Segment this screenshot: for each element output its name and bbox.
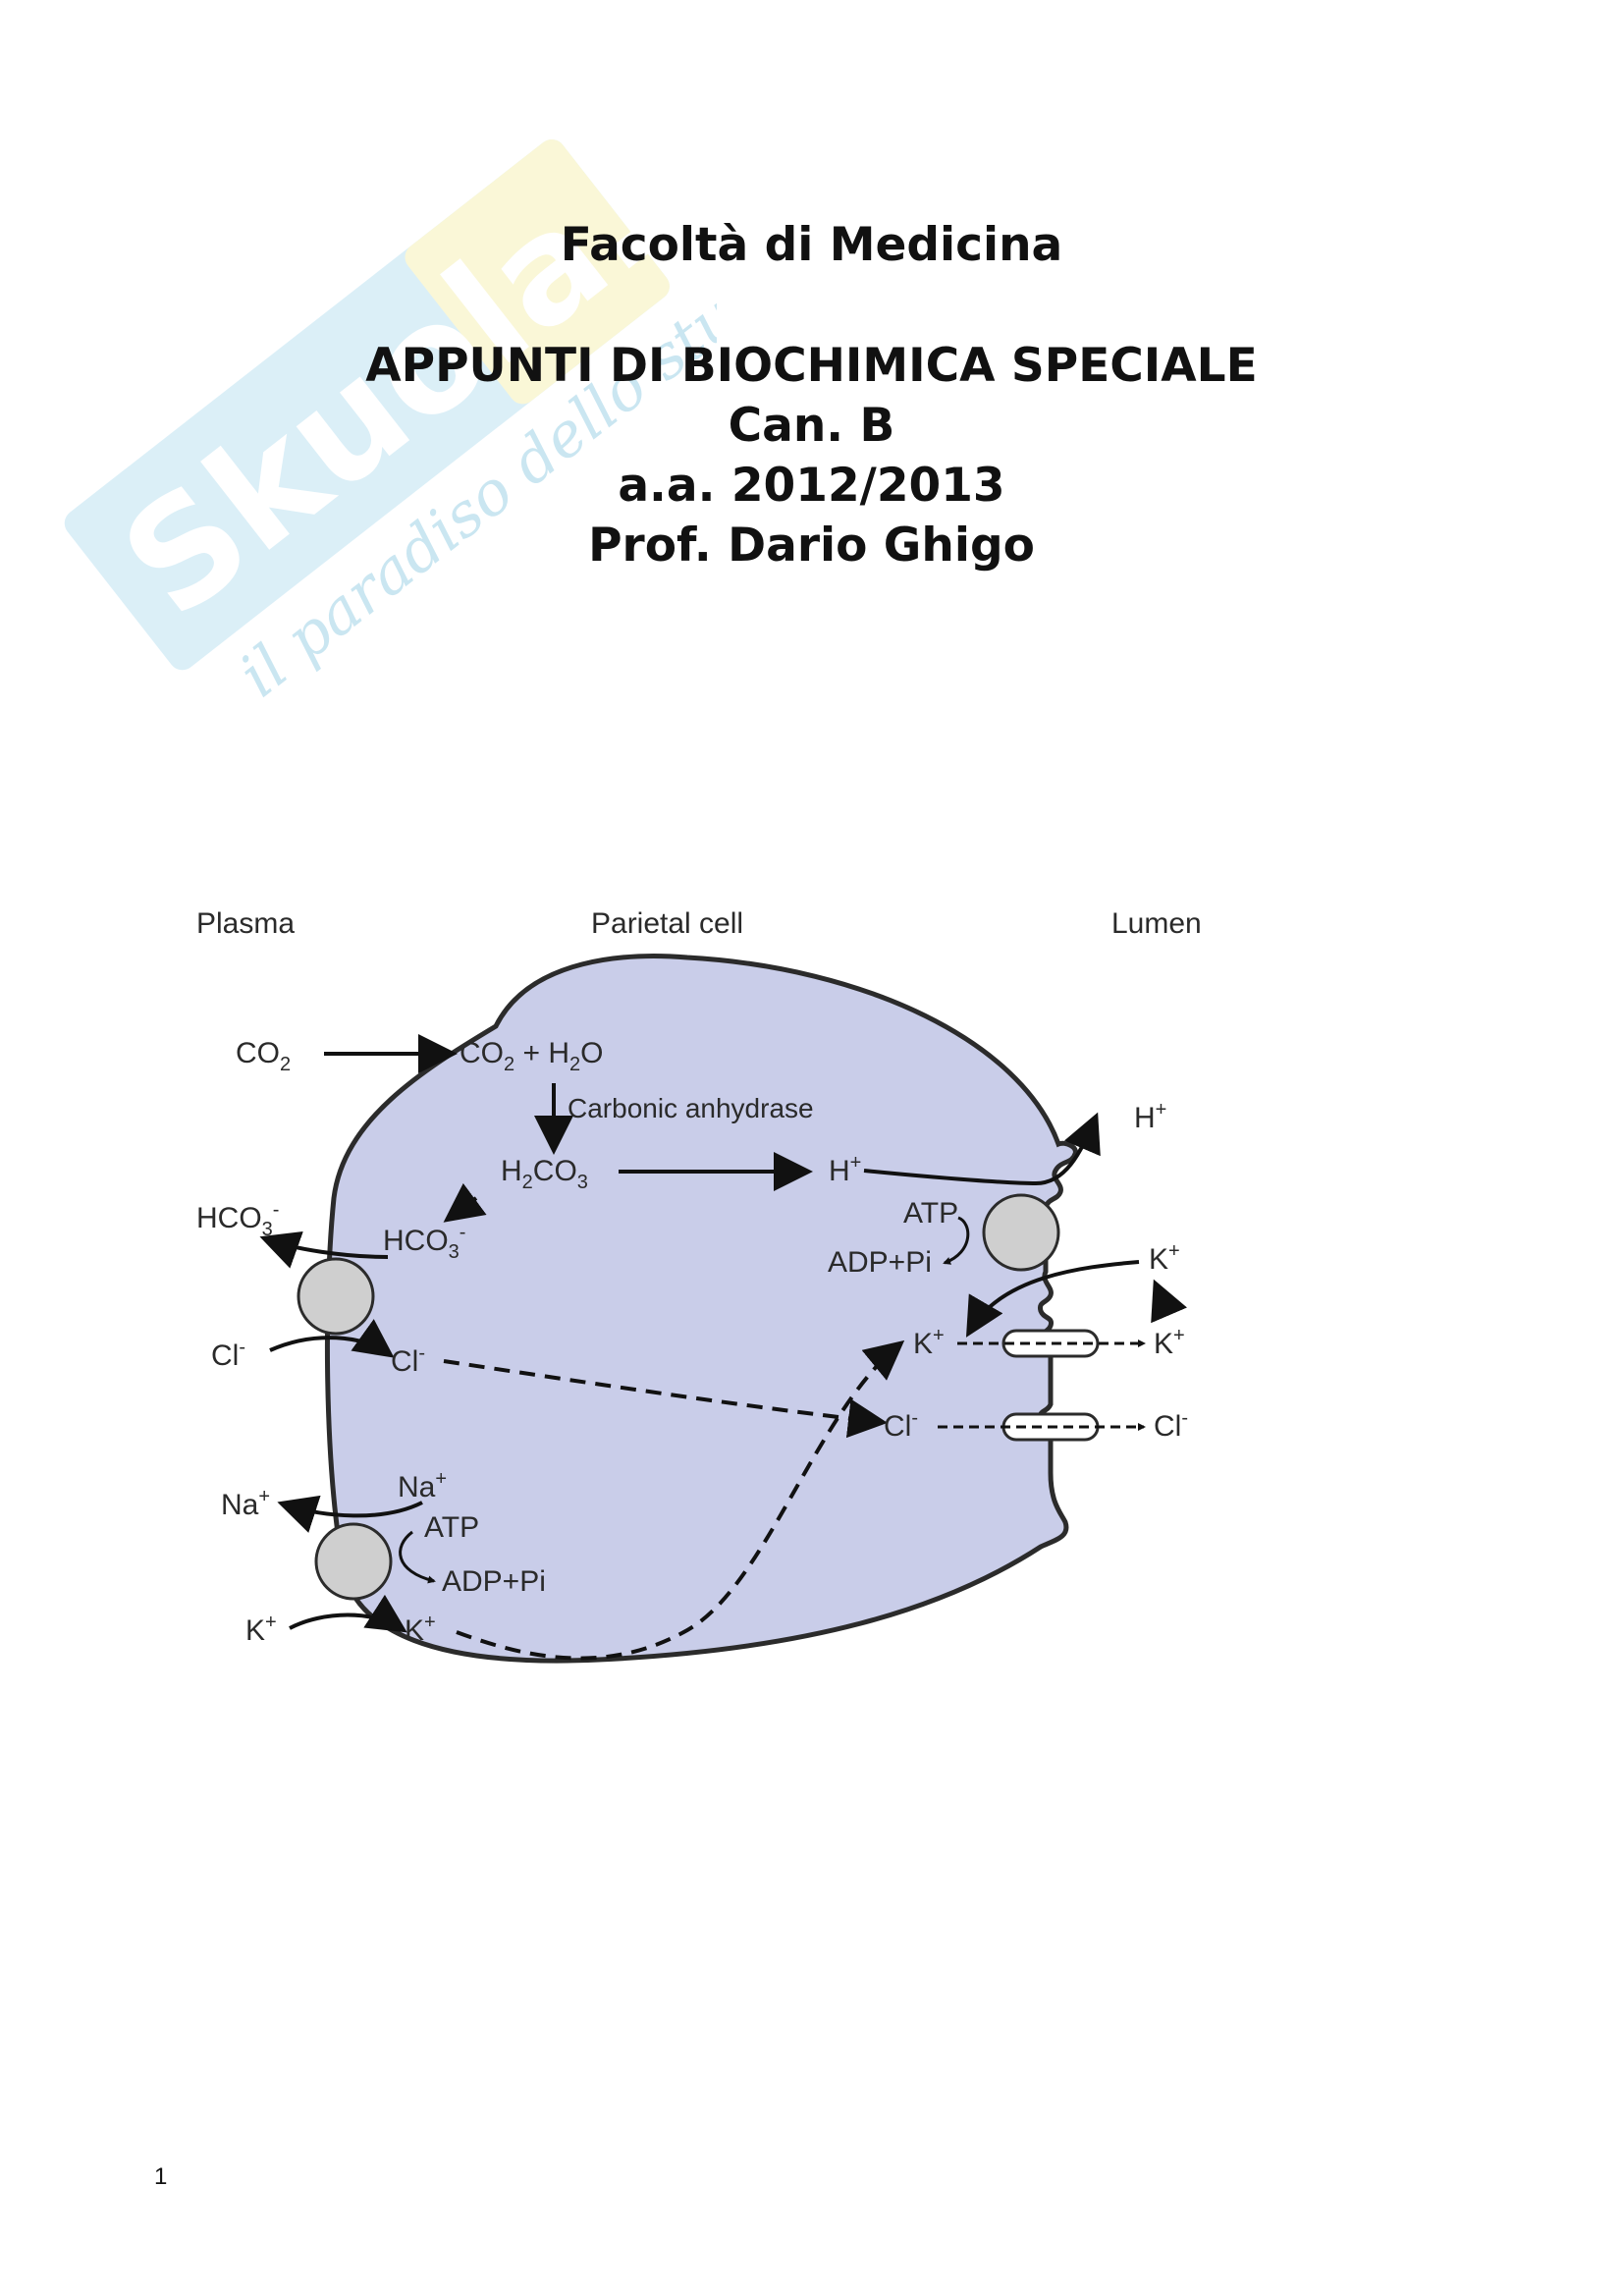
k-plus-cell-channel-label: K+ bbox=[913, 1325, 945, 1360]
k-plus-transit-dashed-arrow bbox=[456, 1339, 905, 1661]
channel-line: Can. B bbox=[728, 399, 895, 453]
h2co3-to-hco3-arrow bbox=[443, 1182, 487, 1223]
hco3-plasma-label: HCO3- bbox=[196, 1199, 279, 1240]
cl-transit-dashed-arrow bbox=[443, 1359, 888, 1439]
na-k-atpase-pump bbox=[314, 1522, 393, 1601]
k-plus-lumen-top-label: K+ bbox=[1149, 1240, 1180, 1276]
atp-to-adp-bottom-arrow bbox=[399, 1530, 436, 1584]
watermark-accent bbox=[405, 138, 670, 405]
cl-plasma-label: Cl- bbox=[211, 1337, 245, 1372]
cl-lumen-channel-label: Cl- bbox=[1154, 1407, 1188, 1443]
na-plus-cell-label: Na+ bbox=[398, 1468, 447, 1503]
h-k-atpase-pump bbox=[982, 1193, 1060, 1272]
hco3-efflux-arrow bbox=[259, 1230, 389, 1269]
k-plus-channel bbox=[1001, 1329, 1100, 1358]
na-plus-plasma-label: Na+ bbox=[221, 1486, 270, 1521]
k-plus-influx-arrow bbox=[289, 1594, 407, 1633]
k-plus-pump-influx-arrow bbox=[965, 1260, 1140, 1338]
parietal-cell-diagram: Plasma Parietal cell Lumen CO2 CO2 + H2O… bbox=[196, 907, 1202, 1664]
course-title: APPUNTI DI BIOCHIMICA SPECIALE bbox=[365, 339, 1258, 393]
atp-top-label: ATP bbox=[903, 1197, 958, 1230]
plasma-label: Plasma bbox=[196, 907, 295, 940]
cl-cell-channel-label: Cl- bbox=[884, 1407, 918, 1443]
adp-pi-bottom-label: ADP+Pi bbox=[442, 1565, 546, 1598]
skuola-watermark: Skuola.net il paradiso dello studente bbox=[64, 59, 717, 711]
parietal-cell-body bbox=[324, 954, 1078, 1664]
page-number: 1 bbox=[154, 2163, 168, 2190]
atp-to-adp-top-arrow bbox=[943, 1216, 970, 1265]
k-plus-recycle-arrow bbox=[1151, 1279, 1187, 1324]
cl-influx-arrow bbox=[269, 1319, 395, 1358]
cl-cell-label: Cl- bbox=[391, 1342, 425, 1378]
k-plus-cell-label: K+ bbox=[405, 1612, 436, 1647]
co2-plasma-label: CO2 bbox=[236, 1037, 291, 1075]
hco3-cl-exchanger bbox=[297, 1257, 375, 1336]
k-plus-lumen-channel-label: K+ bbox=[1154, 1325, 1185, 1360]
parietal-cell-label: Parietal cell bbox=[591, 907, 743, 940]
academic-year: a.a. 2012/2013 bbox=[618, 459, 1005, 513]
hco3-cell-label: HCO3- bbox=[383, 1222, 465, 1263]
h-plus-cell-label: H+ bbox=[829, 1152, 861, 1187]
lumen-label: Lumen bbox=[1111, 907, 1202, 940]
h-plus-lumen-label: H+ bbox=[1134, 1099, 1166, 1134]
faculty-heading: Facoltà di Medicina bbox=[560, 218, 1063, 272]
h-plus-pump-arrow bbox=[863, 1112, 1101, 1186]
k-plus-plasma-label: K+ bbox=[245, 1612, 277, 1647]
adp-pi-top-label: ADP+Pi bbox=[828, 1246, 932, 1279]
h2co3-label: H2CO3 bbox=[501, 1155, 588, 1193]
professor-name: Prof. Dario Ghigo bbox=[588, 519, 1035, 573]
atp-bottom-label: ATP bbox=[424, 1511, 479, 1544]
carbonic-anhydrase-label: Carbonic anhydrase bbox=[568, 1093, 814, 1123]
co2-h2o-label: CO2 + H2O bbox=[460, 1037, 603, 1075]
na-plus-efflux-arrow bbox=[277, 1495, 423, 1533]
